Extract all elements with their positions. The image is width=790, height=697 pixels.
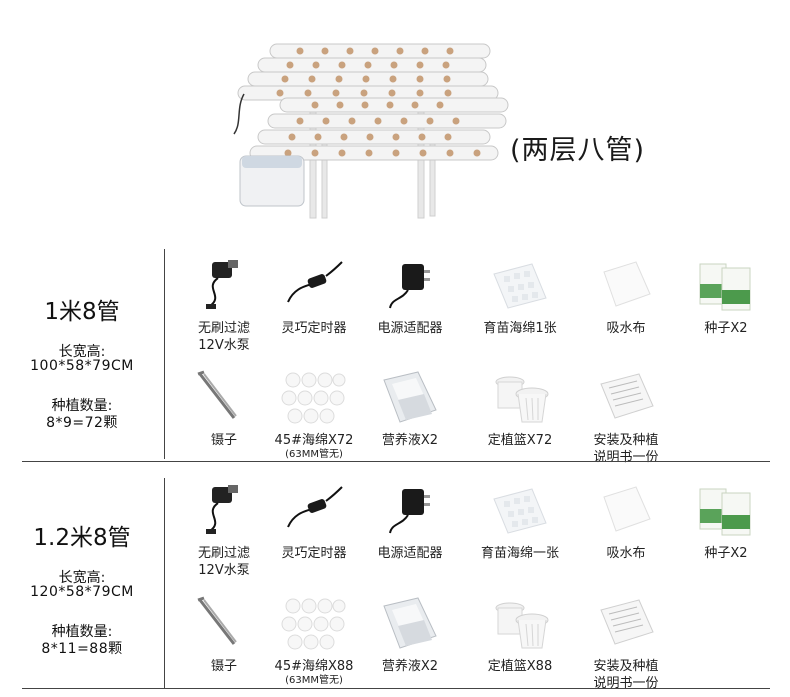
accessory-item: 营养液X2 (358, 596, 462, 675)
dimensions-label: 长宽高: (58, 570, 106, 586)
accessory-item: 种子X2 (674, 258, 778, 337)
accessory-label: 镊子 (210, 659, 237, 674)
net-pot-icon (468, 596, 572, 658)
seed-packets-icon (674, 483, 778, 545)
nutrient-bag-icon (358, 370, 462, 432)
accessory-item: 育苗海绵一张 (468, 483, 572, 562)
accessory-item: 灵巧定时器 (262, 258, 366, 337)
accessory-item: 45#海绵X72(63MM管无) (262, 370, 366, 460)
package-1m-8-tubes: 1米8管 长宽高: 100*58*79CM 种植数量: 8*9=72颗 无刷过滤… (0, 246, 790, 465)
accessory-item: 镊子 (172, 596, 276, 675)
accessory-label-line2: 说明书一份 (593, 676, 659, 691)
accessory-item: 灵巧定时器 (262, 483, 366, 562)
accessory-item: 无刷过滤 12V水泵 (172, 258, 276, 354)
accessory-label-line2: 12V水泵 (198, 338, 250, 353)
seedling-sponge-icon (468, 483, 572, 545)
timer-switch-icon (262, 483, 366, 545)
accessory-item: 营养液X2 (358, 370, 462, 449)
absorbent-cloth-icon (574, 483, 678, 545)
hydroponic-system-image (230, 38, 530, 223)
nutrient-bag-icon (358, 596, 462, 658)
accessory-label-line2: 12V水泵 (198, 563, 250, 578)
seed-packets-icon (674, 258, 778, 320)
accessory-item: 吸水布 (574, 258, 678, 337)
accessory-label: 电源适配器 (377, 546, 443, 561)
manual-icon (574, 370, 678, 432)
package-1-2m-8-tubes: 1.2米8管 长宽高: 120*58*79CM 种植数量: 8*11=88颗 无… (0, 478, 790, 691)
accessory-label: 灵巧定时器 (281, 546, 347, 561)
accessory-label: 无刷过滤 (197, 321, 250, 336)
accessory-label: 育苗海绵1张 (483, 321, 557, 336)
plant-count-value: 8*11=88颗 (41, 641, 123, 657)
accessory-label: 镊子 (210, 433, 237, 448)
accessory-item: 镊子 (172, 370, 276, 449)
tweezers-icon (172, 596, 276, 658)
plant-count-value: 8*9=72颗 (46, 415, 118, 431)
accessory-item: 电源适配器 (358, 258, 462, 337)
accessory-item: 育苗海绵1张 (468, 258, 572, 337)
dimensions-label: 长宽高: (58, 344, 106, 360)
package-title: 1.2米8管 (33, 525, 131, 551)
accessory-note: (63MM管无) (285, 675, 343, 686)
seedling-sponge-icon (468, 258, 572, 320)
accessory-item: 45#海绵X88(63MM管无) (262, 596, 366, 686)
accessory-item: 安装及种植说明书一份 (574, 596, 678, 692)
accessory-label: 灵巧定时器 (281, 321, 347, 336)
accessory-item: 电源适配器 (358, 483, 462, 562)
section-separator (22, 461, 770, 462)
accessory-item: 安装及种植说明书一份 (574, 370, 678, 466)
accessory-label: 营养液X2 (381, 659, 439, 674)
dimensions-value: 100*58*79CM (30, 358, 134, 374)
power-adapter-icon (358, 483, 462, 545)
accessory-label: 45#海绵X88 (274, 659, 354, 674)
accessory-label: 无刷过滤 (197, 546, 250, 561)
timer-switch-icon (262, 258, 366, 320)
accessory-label: 45#海绵X72 (274, 433, 354, 448)
net-pot-icon (468, 370, 572, 432)
tweezers-icon (172, 370, 276, 432)
accessory-label: 安装及种植 (593, 433, 659, 448)
accessory-item: 定植篮X72 (468, 370, 572, 449)
sponge-plugs-icon (262, 370, 366, 432)
accessory-label: 育苗海绵一张 (480, 546, 559, 561)
accessory-label: 定植篮X88 (487, 659, 553, 674)
configuration-label: (两层八管) (510, 135, 646, 166)
section-divider (164, 249, 165, 459)
accessory-label: 种子X2 (704, 321, 748, 336)
power-adapter-icon (358, 258, 462, 320)
accessory-label: 营养液X2 (381, 433, 439, 448)
accessory-note: (63MM管无) (285, 449, 343, 460)
water-pump-icon (172, 258, 276, 320)
accessory-label-line2: 说明书一份 (593, 450, 659, 465)
accessory-label: 吸水布 (606, 546, 646, 561)
accessory-item: 定植篮X88 (468, 596, 572, 675)
accessory-label: 吸水布 (606, 321, 646, 336)
accessory-item: 种子X2 (674, 483, 778, 562)
manual-icon (574, 596, 678, 658)
accessory-label: 种子X2 (704, 546, 748, 561)
accessory-item: 无刷过滤 12V水泵 (172, 483, 276, 579)
dimensions-value: 120*58*79CM (30, 584, 134, 600)
water-pump-icon (172, 483, 276, 545)
package-title: 1米8管 (44, 299, 120, 325)
accessory-item: 吸水布 (574, 483, 678, 562)
section-separator (22, 688, 770, 689)
section-divider (164, 478, 165, 688)
accessory-label: 定植篮X72 (487, 433, 553, 448)
plant-count-label: 种植数量: (51, 398, 113, 414)
accessory-label: 电源适配器 (377, 321, 443, 336)
accessory-label: 安装及种植 (593, 659, 659, 674)
absorbent-cloth-icon (574, 258, 678, 320)
plant-count-label: 种植数量: (51, 624, 113, 640)
sponge-plugs-icon (262, 596, 366, 658)
